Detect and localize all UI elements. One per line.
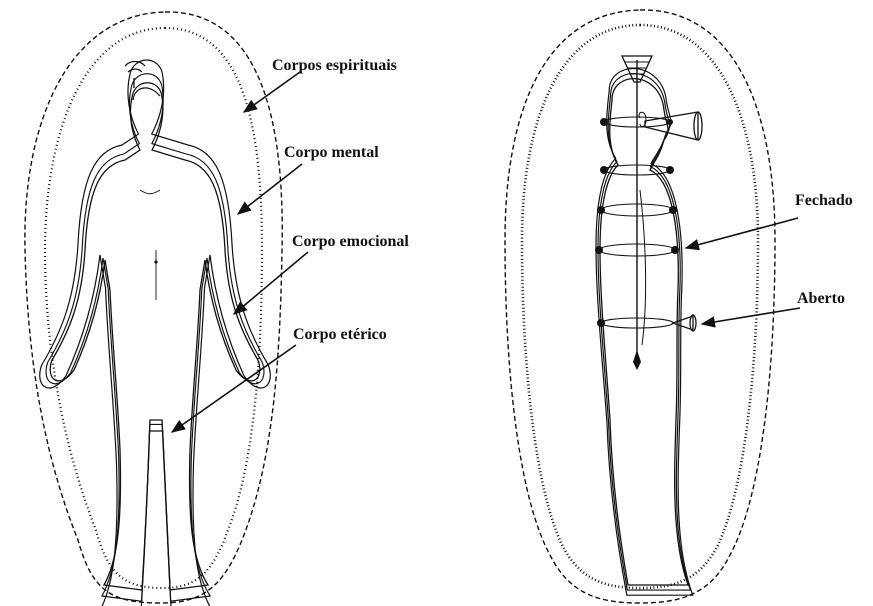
arrow-mental [238,164,302,214]
right-arm [640,190,646,345]
label-closed: Fechado [795,193,853,209]
front-figure-group [25,12,282,606]
left-mental-aura-band [45,28,262,588]
label-mental-body: Corpo mental [284,145,379,161]
arrow-spiritual [244,72,300,112]
left-emotional-outline [40,60,271,606]
arrow-etheric [172,345,296,432]
left-spiritual-aura-outline [25,12,282,603]
arrow-closed [686,218,798,248]
label-etheric-body: Corpo etérico [293,327,387,343]
arrow-open [702,308,800,324]
label-emotional-body: Corpo emocional [292,234,409,250]
side-figure-group [505,10,775,603]
left-chest-lines [140,190,160,300]
right-base-drop [633,350,641,370]
right-spiritual-aura-outline [505,10,775,603]
label-open: Aberto [797,291,845,307]
right-mental-aura-band [522,25,758,588]
arrow-emotional [234,252,308,314]
label-spiritual-bodies: Corpos espirituais [272,58,397,74]
left-etheric-outline [46,74,264,602]
left-navel [154,260,157,263]
left-hair [133,88,160,100]
leader-arrows [172,72,800,432]
